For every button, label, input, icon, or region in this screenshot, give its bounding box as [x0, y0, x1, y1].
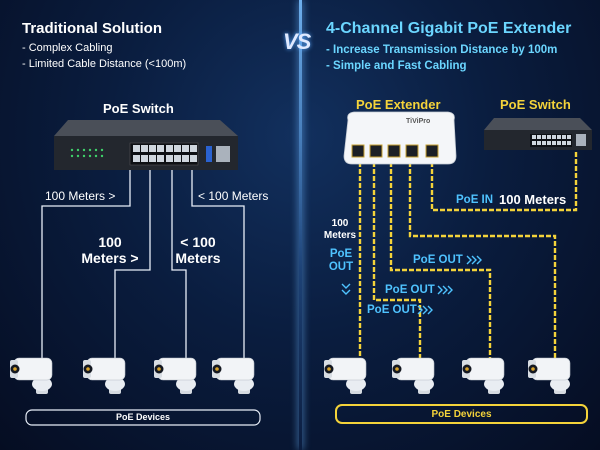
right-devices-label: PoE Devices — [431, 409, 492, 420]
left-switch-label: PoE Switch — [103, 101, 174, 116]
poe-out-label-3: PoE OUT — [385, 284, 435, 296]
right-title: 4-Channel Gigabit PoE Extender — [326, 20, 572, 37]
right-devices-bracket — [335, 404, 588, 424]
out-distance-label: 100 Meters — [323, 218, 357, 241]
poe-out-label-4: PoE OUT — [367, 304, 417, 316]
right-cables — [358, 150, 578, 380]
left-cable-label-2: < 100 Meters — [198, 189, 269, 203]
right-arrows — [341, 255, 482, 315]
right-bullet-2: - Simple and Fast Cabling — [326, 60, 467, 72]
left-cameras — [10, 357, 255, 394]
right-switch-label: PoE Switch — [500, 97, 571, 112]
left-devices-label: PoE Devices — [115, 412, 171, 422]
right-cameras — [324, 357, 571, 394]
left-bullet-2: - Limited Cable Distance (<100m) — [22, 58, 187, 70]
extender-brand: TiViPro — [406, 118, 431, 125]
left-cable-label-1: 100 Meters > — [45, 189, 116, 203]
vs-label: VS — [283, 29, 311, 54]
left-cable-label-4: < 100 Meters — [175, 234, 221, 266]
left-title: Traditional Solution — [22, 20, 162, 37]
left-devices-bracket — [25, 409, 261, 426]
poe-in-distance: 100 Meters — [499, 192, 567, 207]
poe-in-label: PoE IN — [456, 194, 494, 206]
right-poe-switch-icon — [484, 118, 592, 150]
center-divider — [299, 0, 302, 450]
poe-switch-icon — [54, 120, 238, 170]
left-cables — [41, 170, 245, 385]
extender-label: PoE Extender — [356, 97, 441, 112]
left-cable-label-3: 100 Meters > — [81, 234, 139, 266]
left-bullet-1: - Complex Cabling — [22, 42, 113, 54]
right-bullet-1: - Increase Transmission Distance by 100m — [326, 44, 558, 56]
poe-out-label-2: PoE OUT — [413, 254, 463, 266]
poe-out-label-1: PoE OUT — [328, 248, 354, 273]
poe-extender-icon — [343, 111, 457, 165]
